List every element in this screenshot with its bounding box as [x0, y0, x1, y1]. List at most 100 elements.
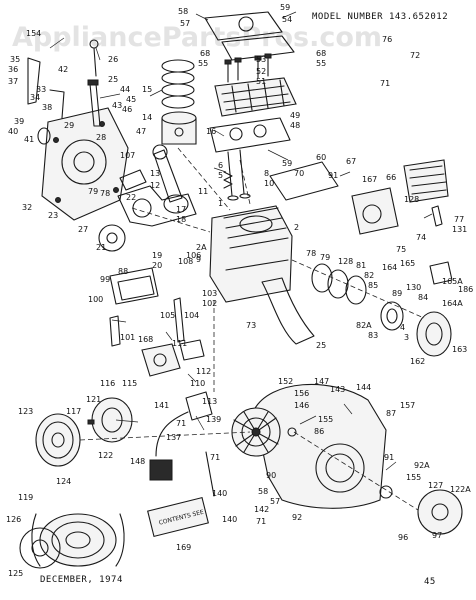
spark-plug-part	[431, 205, 443, 227]
rubber-tire-part	[31, 513, 125, 567]
callout-12: 12	[150, 181, 160, 190]
callout-51: 51	[256, 77, 266, 86]
drive-disc-part	[19, 527, 61, 569]
callout-57: 57	[180, 19, 190, 28]
callout-127: 127	[428, 481, 443, 490]
breather-part	[269, 161, 339, 201]
date-label: DECEMBER, 1974	[40, 575, 123, 585]
callout-57b: 57	[270, 497, 280, 506]
callout-155: 155	[318, 415, 333, 424]
oil-seal-part	[37, 127, 51, 145]
callout-59b: 59	[282, 159, 292, 168]
callout-124: 124	[56, 477, 71, 486]
callout-144: 144	[356, 383, 371, 392]
callout-122A: 122A	[450, 485, 471, 494]
callout-128: 128	[404, 195, 419, 204]
callout-115: 115	[122, 379, 137, 388]
callout-106: 106	[186, 251, 201, 260]
callout-47: 47	[136, 127, 146, 136]
callout-75: 75	[396, 245, 406, 254]
callout-140: 140	[212, 489, 227, 498]
callout-11: 11	[198, 187, 208, 196]
callout-130: 130	[406, 283, 421, 292]
callout-32: 32	[22, 203, 32, 212]
stator-part	[416, 311, 452, 357]
callout-156: 156	[294, 389, 309, 398]
callout-83: 83	[368, 331, 378, 340]
callout-152: 152	[278, 377, 293, 386]
callout-49: 49	[290, 111, 300, 120]
callout-81: 81	[356, 261, 366, 270]
callout-3: 3	[404, 333, 409, 342]
callout-142: 142	[254, 505, 269, 514]
callout-44: 44	[120, 85, 130, 94]
callout-137: 137	[166, 433, 181, 442]
assembly-line-1	[131, 207, 211, 233]
callout-55b: 55	[316, 59, 326, 68]
callout-78b: 78	[306, 249, 316, 258]
callout-2A: 2A	[196, 243, 207, 252]
callout-104: 104	[184, 311, 199, 320]
callout-167: 167	[362, 175, 377, 184]
assembly-line-6	[293, 431, 419, 511]
callout-67: 67	[346, 157, 356, 166]
callout-125: 125	[8, 569, 23, 578]
callout-38: 38	[42, 103, 52, 112]
callout-165A: 165A	[442, 277, 463, 286]
callout-29: 29	[64, 121, 74, 130]
callout-92: 92	[292, 513, 302, 522]
callout-99: 99	[100, 275, 110, 284]
callout-35: 35	[10, 55, 20, 64]
callout-5: 5	[218, 171, 223, 180]
callout-140b: 140	[222, 515, 237, 524]
callout-82A: 82A	[356, 321, 372, 330]
callout-96: 96	[398, 533, 408, 542]
callout-92A: 92A	[414, 461, 430, 470]
callout-25b: 25	[316, 341, 326, 350]
callout-39: 39	[14, 117, 24, 126]
muffler-part	[351, 187, 399, 235]
callout-34: 34	[30, 93, 40, 102]
callout-74: 74	[416, 233, 426, 242]
callout-10: 10	[264, 179, 274, 188]
callout-122: 122	[98, 451, 113, 460]
dipstick-part	[89, 39, 99, 77]
callout-52: 52	[256, 67, 266, 76]
callout-71d: 71	[256, 517, 266, 526]
callout-13: 13	[150, 169, 160, 178]
callout-79: 79	[88, 187, 98, 196]
callout-72: 72	[410, 51, 420, 60]
callout-33: 33	[36, 85, 46, 94]
callout-55: 55	[198, 59, 208, 68]
starter-cup-part	[417, 489, 463, 535]
callout-18: 18	[176, 215, 186, 224]
head-bolts-part	[224, 53, 272, 83]
callout-20: 20	[152, 261, 162, 270]
callout-22: 22	[126, 193, 136, 202]
pulley-part	[35, 413, 81, 467]
callout-112: 112	[196, 367, 211, 376]
callout-15: 15	[142, 85, 152, 94]
callout-79b: 79	[320, 253, 330, 262]
flywheel-nut-part	[287, 427, 297, 437]
callout-148: 148	[130, 457, 145, 466]
callout-4: 4	[400, 323, 405, 332]
callout-68: 68	[200, 49, 210, 58]
bearing-part	[380, 301, 404, 331]
leader-lines	[49, 11, 433, 471]
callout-117: 117	[66, 407, 81, 416]
callout-78: 78	[100, 189, 110, 198]
callout-16: 16	[206, 127, 216, 136]
callout-23: 23	[48, 211, 58, 220]
callout-1: 1	[218, 199, 223, 208]
callout-54: 54	[282, 15, 292, 24]
callout-165: 165	[400, 259, 415, 268]
callout-2: 2	[294, 223, 299, 232]
assembly-line-3	[177, 147, 231, 211]
bearing-cap-part	[379, 485, 393, 499]
callout-157: 157	[400, 401, 415, 410]
callout-70: 70	[294, 169, 304, 178]
callout-154: 154	[26, 29, 41, 38]
callout-37: 37	[8, 77, 18, 86]
